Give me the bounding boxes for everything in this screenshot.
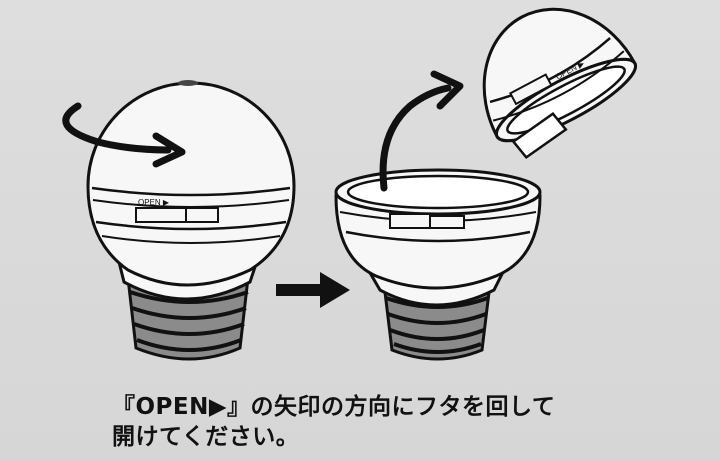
- closed-bulb-open-label: OPEN ▶: [138, 198, 170, 207]
- opened-bulb: [334, 70, 542, 361]
- instruction-caption: 『OPEN▶』の矢印の方向にフタを回して 開けてください。: [112, 392, 672, 452]
- rotate-arrow-icon: [62, 102, 186, 168]
- caption-line-1: 『OPEN▶』の矢印の方向にフタを回して: [112, 394, 556, 420]
- closed-bulb-screw-base: [126, 276, 250, 361]
- lid-inner-tab: [511, 112, 568, 160]
- top-vent: [178, 80, 198, 86]
- closed-bulb-globe: [86, 81, 296, 287]
- lift-arrow-icon: [379, 70, 464, 192]
- closed-bulb-latch: [135, 207, 187, 223]
- next-step-arrow-icon: [276, 272, 350, 308]
- opened-bulb-latch: [389, 213, 431, 229]
- removed-lid: OPEN ▶: [482, 7, 638, 160]
- closed-bulb: OPEN ▶: [62, 80, 296, 361]
- caption-line-2: 開けてください。: [112, 424, 300, 450]
